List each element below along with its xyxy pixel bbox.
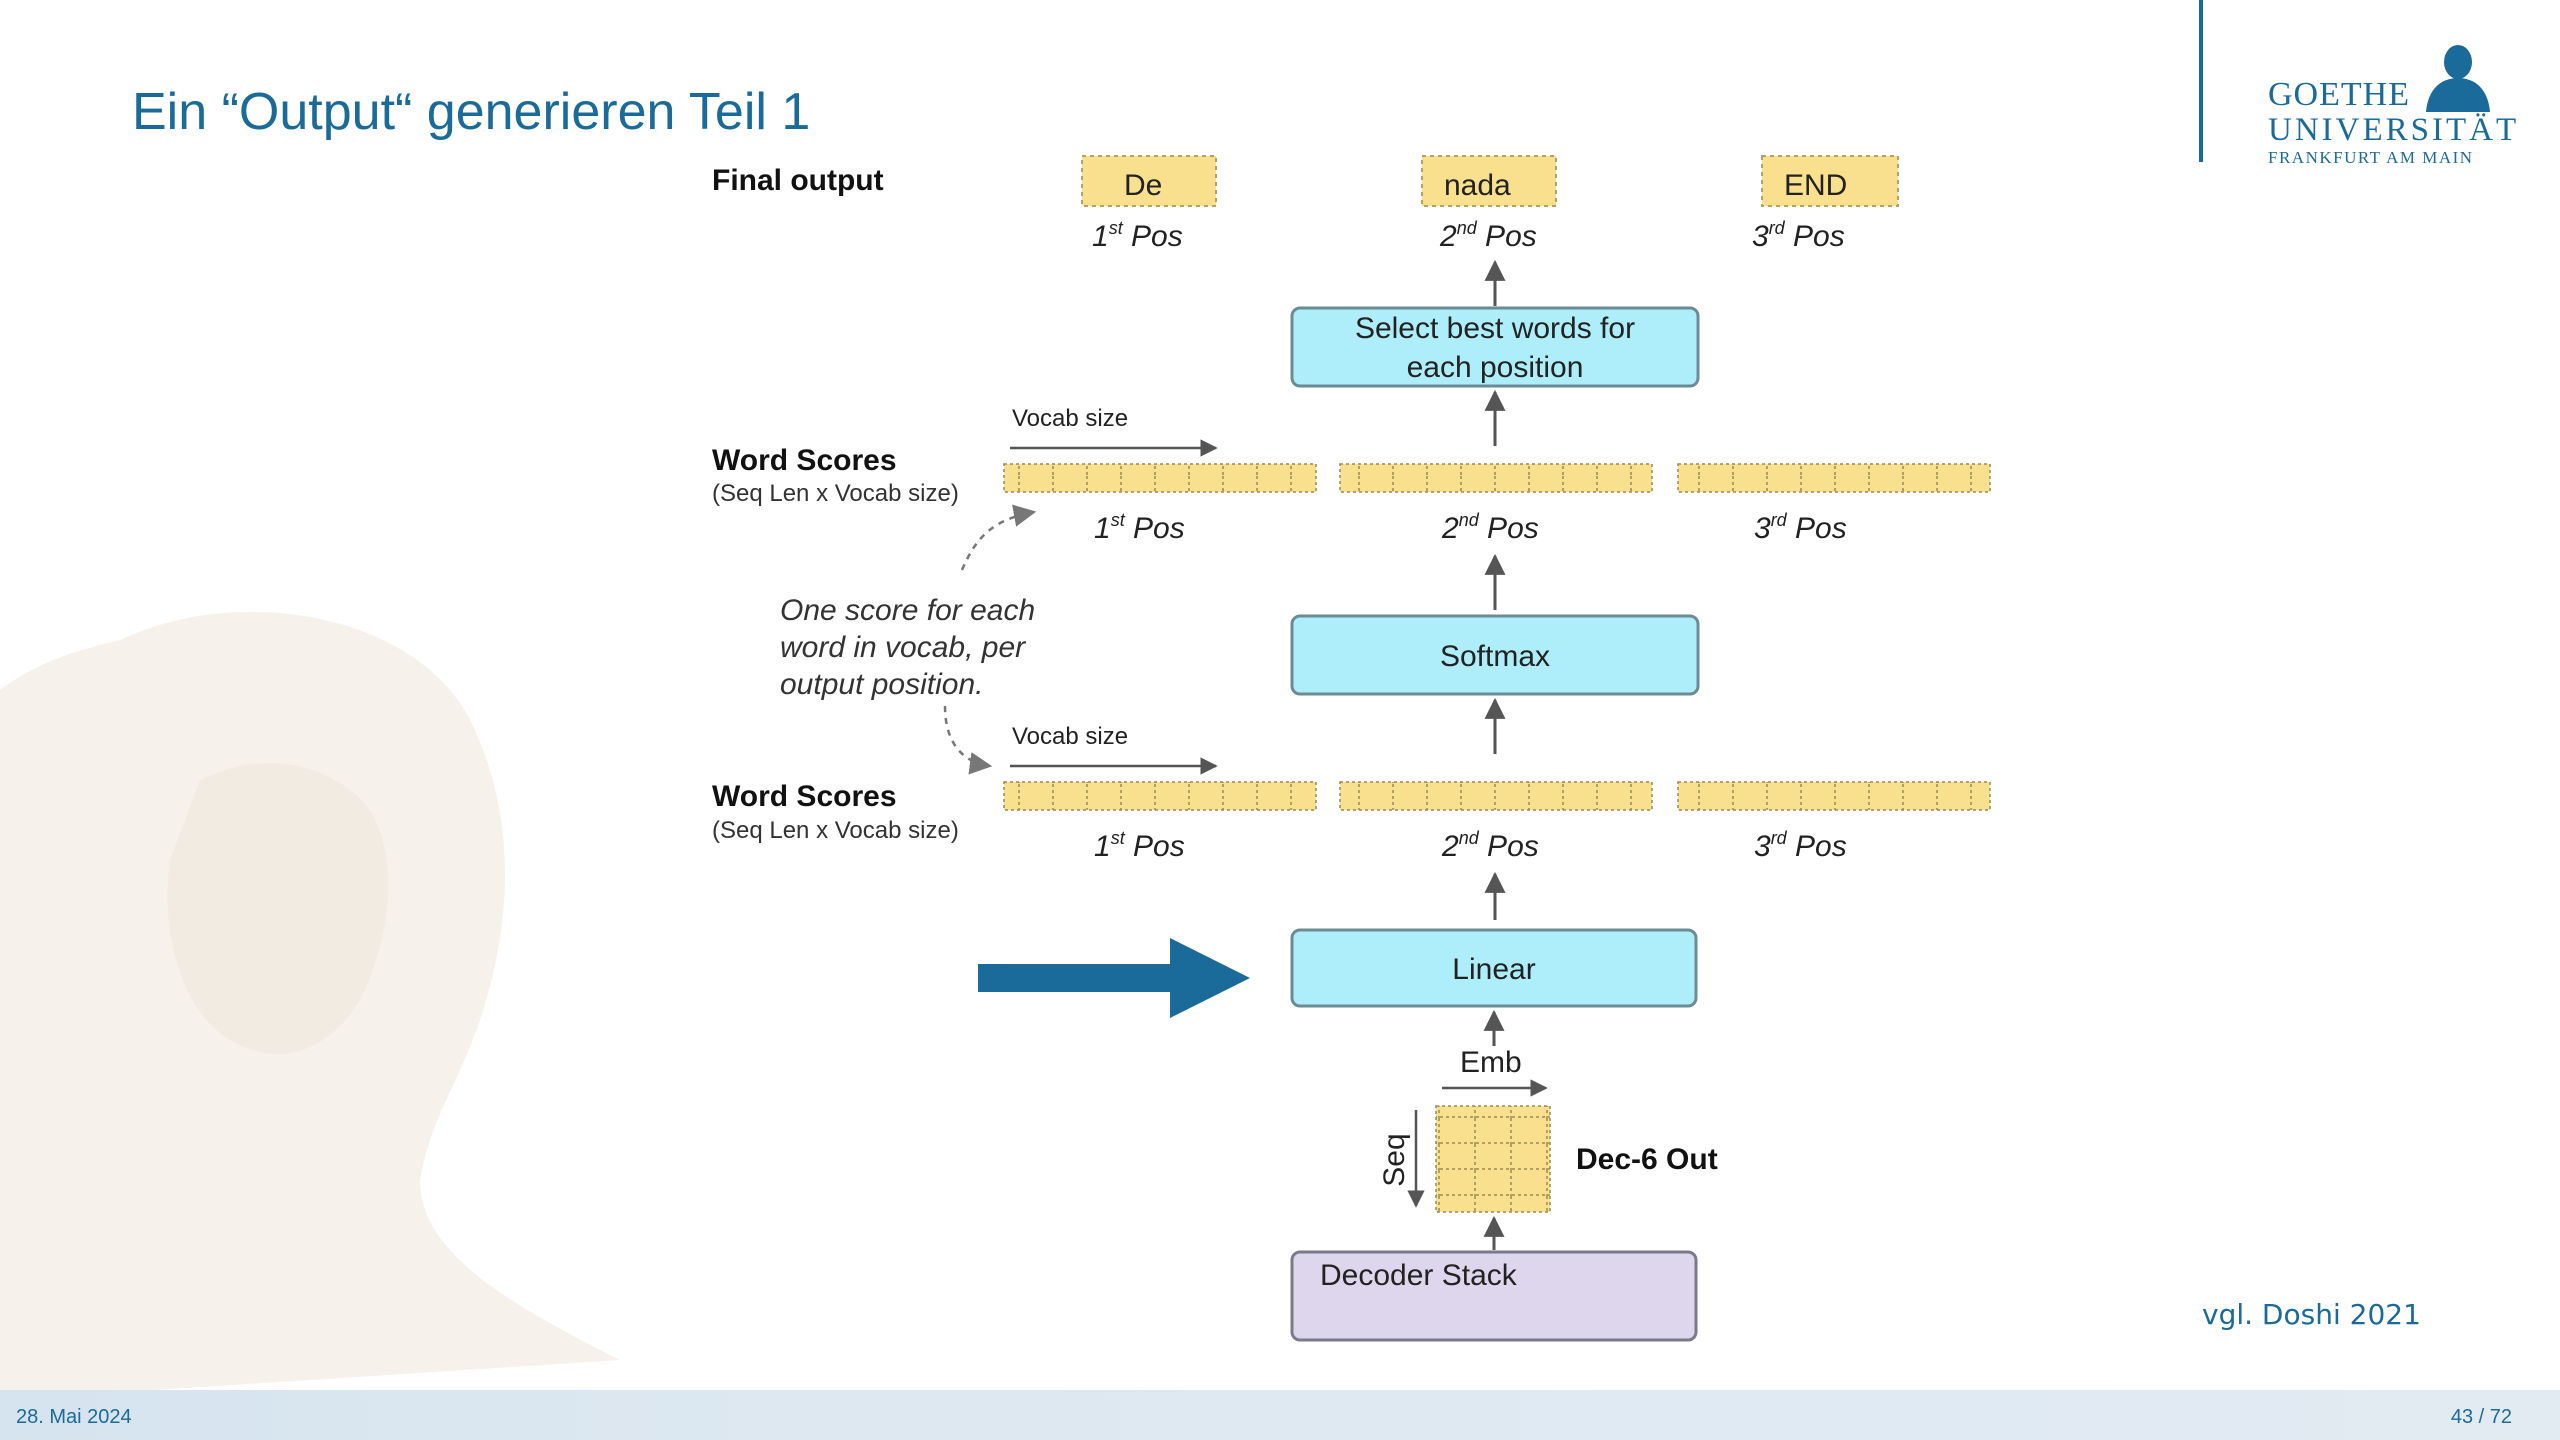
score-vector-lower-3 [1677,781,1991,811]
background-portrait [0,611,620,1400]
seq-label: Seq [1378,1133,1411,1186]
position-label-lower-2: 2nd Pos [1441,828,1539,863]
select-box-line-1: Select best words for [1355,312,1635,345]
goethe-bust-icon [2426,45,2490,112]
position-label-lower-1: 1st Pos [1094,828,1185,863]
vocab-size-label-lower: Vocab size [1012,723,1128,750]
output-token-2: nada [1421,155,1557,207]
logo-divider [2199,0,2203,162]
score-vector-lower-2 [1339,781,1653,811]
word-scores-sub-upper: (Seq Len x Vocab size) [712,480,959,507]
word-scores-label-lower: Word Scores [712,780,897,813]
logo-text-universitaet: UNIVERSITÄT [2268,112,2520,148]
annotation-pointer-upper [960,504,1037,571]
select-best-words-box: Select best words for each position [1290,306,1700,388]
dec6-out-label: Dec-6 Out [1576,1143,1718,1176]
decoder-stack-box: Decoder Stack [1290,1250,1698,1342]
final-output-label: Final output [712,164,884,197]
output-token-1: De [1081,155,1217,207]
word-scores-sub-lower: (Seq Len x Vocab size) [712,817,959,844]
output-token-1-text: De [1124,169,1162,202]
linear-text: Linear [1452,953,1535,986]
score-vector-upper-1 [1003,463,1317,493]
logo-text-goethe: GOETHE [2268,76,2410,113]
decoder-output-matrix [1435,1105,1551,1213]
decoder-stack-text: Decoder Stack [1320,1259,1518,1292]
position-label-1: 1st Pos [1092,218,1183,253]
page-title: Ein “Output“ generieren Teil 1 [132,83,811,141]
output-token-3: END [1761,155,1899,207]
output-token-3-text: END [1784,169,1847,202]
focus-arrow-icon [978,938,1250,1018]
logo-text-frankfurt: FRANKFURT AM MAIN [2268,148,2474,167]
position-label-2: 2nd Pos [1439,218,1537,253]
score-vector-upper-2 [1339,463,1653,493]
vocab-size-label-upper: Vocab size [1012,405,1128,432]
footer-date: 28. Mai 2024 [16,1406,132,1428]
position-label-upper-3: 3rd Pos [1754,510,1847,545]
position-label-upper-1: 1st Pos [1094,510,1185,545]
select-box-line-2: each position [1407,351,1584,384]
score-vector-upper-3 [1677,463,1991,493]
position-label-upper-2: 2nd Pos [1441,510,1539,545]
footer-bar: 28. Mai 2024 43 / 72 [0,1390,2560,1440]
emb-label: Emb [1460,1046,1522,1079]
softmax-text: Softmax [1440,640,1550,673]
university-logo: GOETHE UNIVERSITÄT FRANKFURT AM MAIN [2268,40,2516,170]
annotation-line-1: One score for each [780,594,1035,627]
annotation-pointer-lower [943,705,993,775]
softmax-box: Softmax [1290,614,1700,696]
word-scores-label-upper: Word Scores [712,444,897,477]
position-label-lower-3: 3rd Pos [1754,828,1847,863]
annotation-line-2: word in vocab, per [780,631,1026,664]
footer-page-number: 43 / 72 [2450,1406,2512,1428]
score-vector-lower-1 [1003,781,1317,811]
citation: vgl. Doshi 2021 [2202,1298,2421,1331]
output-token-2-text: nada [1444,169,1511,202]
linear-box: Linear [1290,928,1698,1008]
annotation-line-3: output position. [780,668,983,701]
position-label-3: 3rd Pos [1752,218,1845,253]
